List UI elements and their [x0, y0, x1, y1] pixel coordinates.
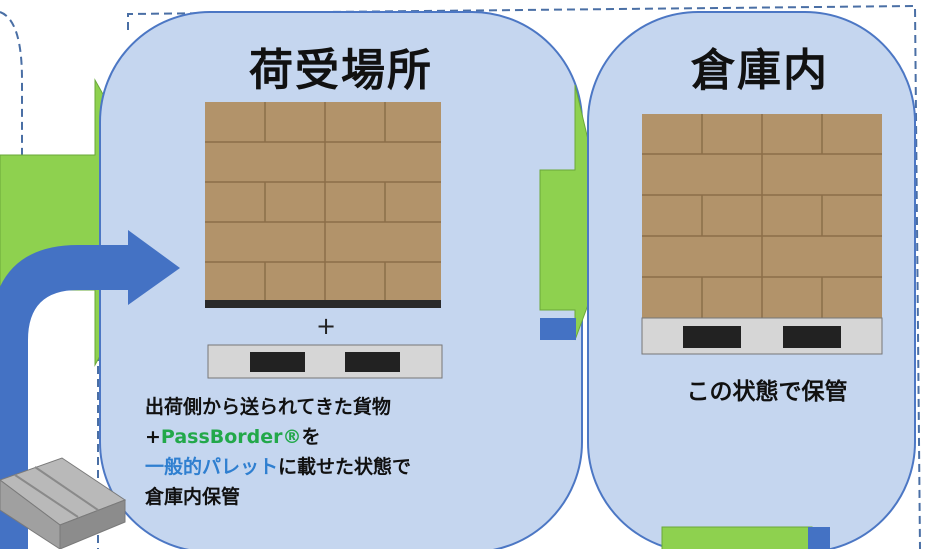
receiving-caption: 出荷側から送られてきた貨物 +PassBorder®を 一般的パレットに載せた状…: [145, 392, 535, 512]
passborder-pallet-image: [207, 344, 443, 379]
caption-plus: +: [145, 426, 161, 448]
caption-line-1: 出荷側から送られてきた貨物: [145, 396, 391, 418]
plus-sign: +: [316, 312, 337, 340]
warehouse-pallet-image: [641, 317, 883, 355]
caption-line-3: 一般的パレットに載せた状態で: [145, 452, 535, 482]
cargo-boxes-warehouse: [642, 114, 882, 318]
general-pallet-highlight: 一般的パレット: [145, 456, 279, 478]
cargo-boxes-receiving: [205, 102, 441, 308]
caption-line-3-rest: に載せた状態で: [278, 456, 412, 478]
receiving-title: 荷受場所: [249, 45, 433, 96]
warehouse-title: 倉庫内: [691, 45, 829, 96]
passborder-brand: PassBorder®: [160, 426, 302, 448]
right-dashed-zone: [127, 4, 921, 549]
caption-line-2: +PassBorder®を: [145, 422, 535, 452]
storage-status: この状態で保管: [686, 379, 848, 405]
caption-particle: を: [301, 426, 321, 448]
caption-line-4: 倉庫内保管: [145, 486, 241, 508]
grey-pallet-image: [0, 457, 127, 549]
